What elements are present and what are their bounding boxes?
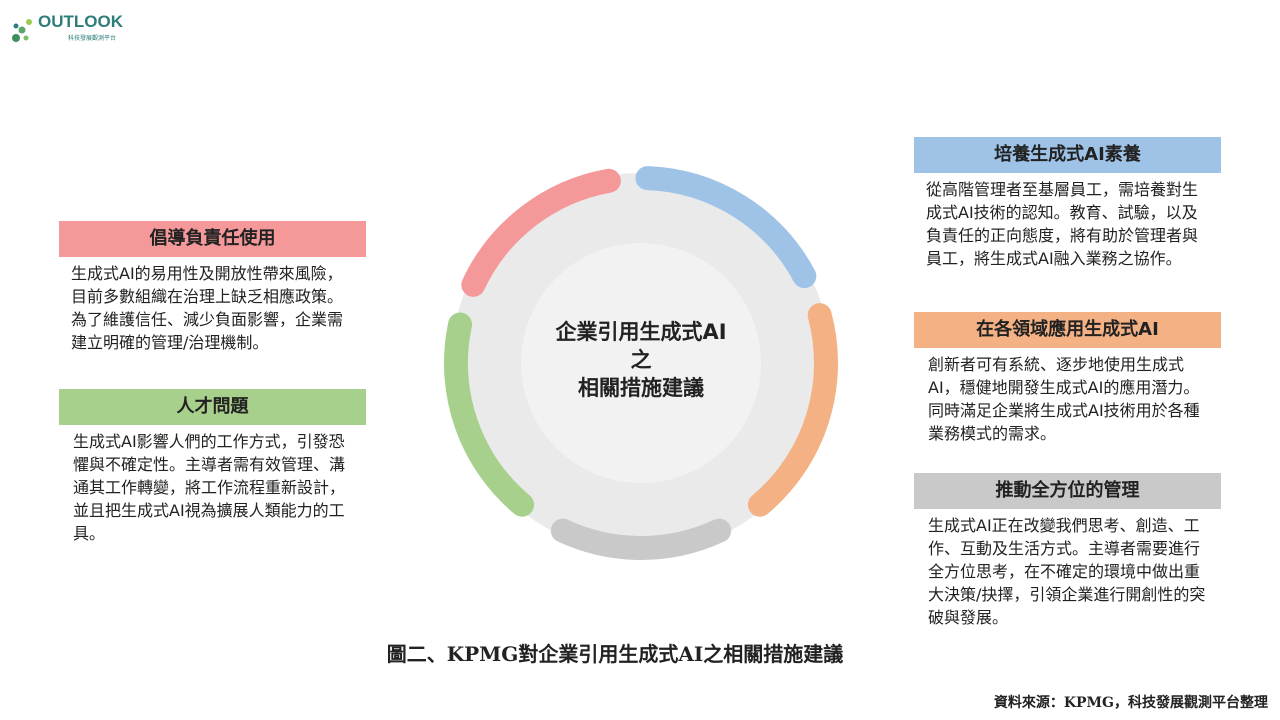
leaf-dots-icon (12, 19, 32, 42)
panel-holistic-management-text: 生成式AI正在改變我們思考、創造、工作、互動及生活方式。主導者需要進行全方位思考… (928, 516, 1206, 627)
panel-responsible-use-title: 倡導負責任使用 (59, 221, 366, 257)
center-title: 企業引用生成式AI 之 相關措施建議 (521, 318, 761, 402)
panel-responsible-use: 倡導負責任使用 生成式AI的易用性及開放性帶來風險，目前多數組織在治理上缺乏相應… (59, 221, 366, 354)
center-title-line-1: 企業引用生成式AI (555, 320, 727, 344)
center-title-line-3: 相關措施建議 (578, 376, 704, 400)
panel-ai-literacy-title: 培養生成式AI素養 (914, 137, 1221, 173)
ring-segment-red (461, 168, 621, 297)
logo-subtitle: 科技發展觀測平台 (68, 36, 117, 42)
ring-segment-blue (635, 166, 817, 289)
figure-caption: 圖二、KPMG對企業引用生成式AI之相關措施建議 (386, 642, 844, 666)
center-title-line-2: 之 (630, 348, 652, 372)
panel-domain-application: 在各領域應用生成式AI 創新者可有系統、逐步地使用生成式AI，穩健地開發生成式A… (914, 312, 1221, 445)
panel-holistic-management: 推動全方位的管理 生成式AI正在改變我們思考、創造、工作、互動及生活方式。主導者… (914, 473, 1221, 629)
panel-domain-application-text: 創新者可有系統、逐步地使用生成式AI，穩健地開發生成式AI的應用潛力。同時滿足企… (928, 355, 1200, 443)
ring-segment-gray (550, 518, 732, 560)
ring-segment-green (444, 312, 535, 517)
panel-talent-title: 人才問題 (59, 389, 366, 425)
outlook-logo: OUTLOOK 科技發展觀測平台 (10, 8, 140, 44)
panel-talent-text: 生成式AI影響人們的工作方式，引發恐懼與不確定性。主導者需有效管理、溝通其工作轉… (73, 432, 346, 543)
panel-domain-application-title: 在各領域應用生成式AI (914, 312, 1221, 348)
panel-ai-literacy-text: 從高階管理者至基層員工，需培養對生成式AI技術的認知。教育、試驗，以及負責任的正… (926, 180, 1199, 268)
panel-holistic-management-title: 推動全方位的管理 (914, 473, 1221, 509)
panel-talent: 人才問題 生成式AI影響人們的工作方式，引發恐懼與不確定性。主導者需有效管理、溝… (59, 389, 366, 545)
panel-responsible-use-text: 生成式AI的易用性及開放性帶來風險，目前多數組織在治理上缺乏相應政策。為了維護信… (71, 264, 344, 352)
logo-text: OUTLOOK (38, 12, 123, 31)
panel-ai-literacy: 培養生成式AI素養 從高階管理者至基層員工，需培養對生成式AI技術的認知。教育、… (914, 137, 1221, 270)
inner-circle (521, 243, 761, 483)
source-note: 資料來源：KPMG，科技發展觀測平台整理 (993, 695, 1268, 711)
ring-segment-orange (747, 303, 838, 517)
